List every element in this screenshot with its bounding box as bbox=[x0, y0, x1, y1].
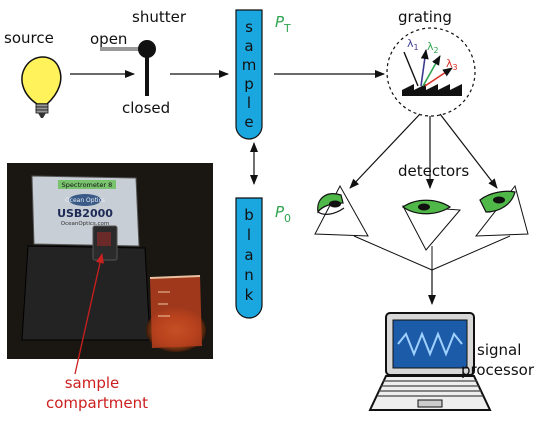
sample-letter: l bbox=[247, 94, 251, 112]
sample-letter: m bbox=[242, 56, 257, 74]
detector-merge-lines bbox=[353, 235, 511, 271]
blank-letter: a bbox=[244, 246, 253, 264]
incident-ray bbox=[403, 51, 419, 87]
blank-letter: k bbox=[245, 286, 254, 304]
shutter-label: shutter bbox=[132, 8, 187, 26]
processor-label: processor bbox=[461, 361, 535, 379]
light-bulb-icon bbox=[21, 56, 62, 118]
transmitted-power-label: PT bbox=[275, 13, 291, 35]
blank-letter: l bbox=[247, 226, 251, 244]
sample-letter: s bbox=[245, 18, 253, 36]
grating-dashed-circle bbox=[386, 27, 476, 117]
blank-letter: n bbox=[244, 266, 254, 284]
sample-compartment-label-line1: sample bbox=[65, 374, 120, 392]
arrow-to-detector-right bbox=[439, 113, 498, 189]
detectors-label: detectors bbox=[398, 162, 469, 180]
light-source: source bbox=[4, 29, 62, 118]
dispersed-ray-2 bbox=[422, 55, 441, 87]
device-header-text: Spectrometer 8 bbox=[62, 181, 113, 189]
sample-cuvette: s a m p l e bbox=[235, 9, 263, 140]
sample-compartment-pointer bbox=[74, 253, 104, 375]
brand-logo bbox=[69, 194, 101, 206]
closed-label: closed bbox=[122, 99, 170, 117]
signal-label: signal bbox=[477, 341, 521, 359]
blank-letter: b bbox=[244, 206, 254, 224]
dispersed-ray-1 bbox=[420, 49, 429, 87]
grating-label: grating bbox=[398, 8, 452, 26]
sample-compartment-label-line2: compartment bbox=[46, 394, 148, 412]
lambda-2-label: λ2 bbox=[427, 40, 439, 55]
detector-middle bbox=[401, 199, 462, 251]
source-label: source bbox=[4, 29, 54, 47]
sample-letter: e bbox=[244, 113, 253, 131]
shutter-pivot bbox=[138, 40, 156, 58]
blank-cuvette: b l a n k bbox=[235, 197, 263, 319]
lambda-1-label: λ1 bbox=[407, 37, 419, 52]
detector-right bbox=[474, 184, 529, 237]
device-header-strip bbox=[58, 180, 116, 189]
detector-left bbox=[314, 184, 369, 237]
beaker bbox=[150, 276, 202, 348]
open-label: open bbox=[90, 30, 127, 48]
site-text: OceanOptics.com bbox=[61, 221, 109, 227]
instrument-photo: Spectrometer 8 Ocean Optics USB2000 Ocea… bbox=[7, 163, 213, 359]
arrow-to-detector-left bbox=[349, 113, 421, 189]
sample-letter: p bbox=[244, 75, 254, 93]
brand-text: Ocean Optics bbox=[65, 197, 105, 204]
shutter: shutter open closed bbox=[90, 8, 187, 117]
sample-letter: a bbox=[244, 37, 253, 55]
dispersed-ray-3 bbox=[424, 67, 453, 87]
incident-power-label: P0 bbox=[275, 203, 291, 225]
grating-surface bbox=[402, 84, 462, 96]
grating: grating λ1 λ2 λ3 bbox=[386, 8, 476, 117]
laptop-icon bbox=[368, 312, 492, 411]
lambda-3-label: λ3 bbox=[446, 57, 458, 72]
model-text: USB2000 bbox=[57, 207, 113, 220]
